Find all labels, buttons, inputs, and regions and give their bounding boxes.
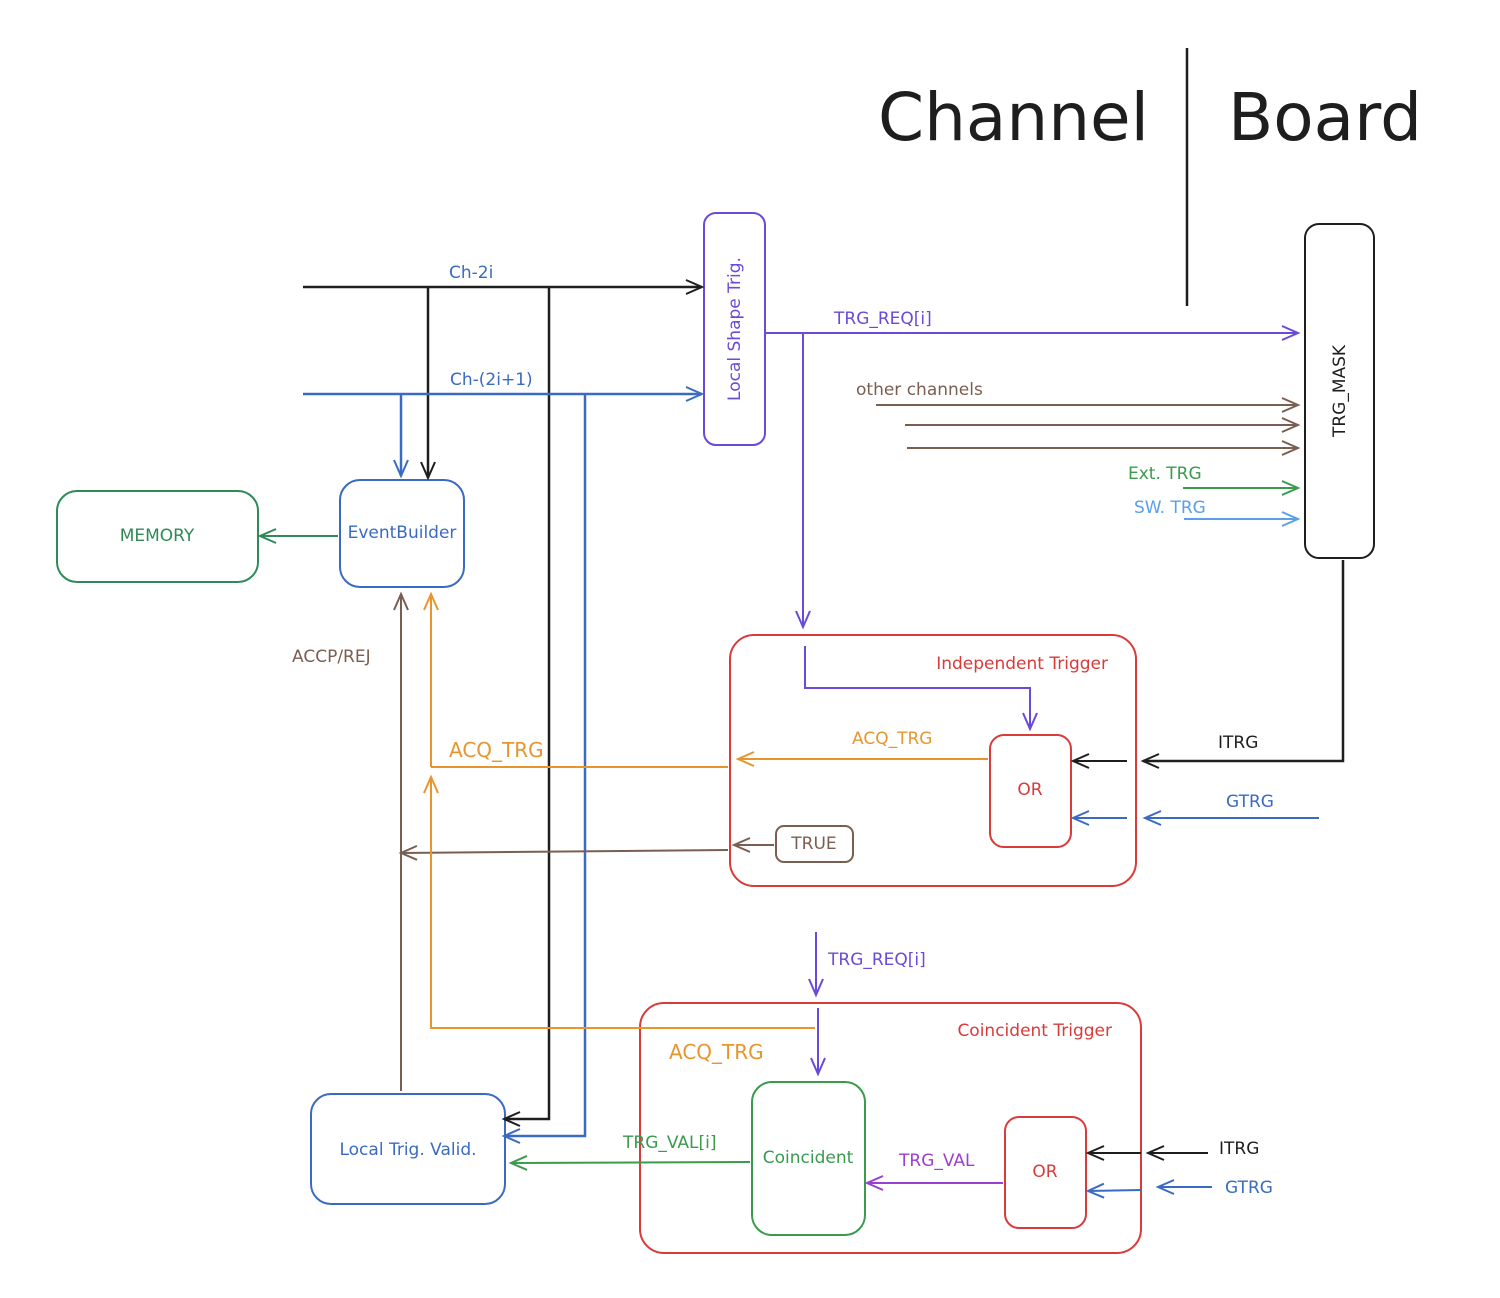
heading-channel: Channel xyxy=(878,79,1149,156)
acq-trg-inner-label: ACQ_TRG xyxy=(852,729,932,749)
itrg-bottom-label: ITRG xyxy=(1219,1139,1259,1159)
ch-2i-lines xyxy=(303,279,705,1127)
true-box: TRUE xyxy=(775,825,854,863)
memory-box: MEMORY xyxy=(56,490,259,583)
other-channels-label: other channels xyxy=(856,380,983,400)
trg-val-label: TRG_VAL xyxy=(898,1151,975,1171)
local-trig-valid-label: Local Trig. Valid. xyxy=(339,1140,476,1160)
event-builder-box: EventBuilder xyxy=(339,479,465,588)
ext-trg-label: Ext. TRG xyxy=(1128,464,1202,484)
or-coincident-label: OR xyxy=(1032,1162,1057,1182)
event-builder-label: EventBuilder xyxy=(348,523,457,543)
coincident-trigger-box: Coincident Trigger xyxy=(639,1002,1142,1254)
trg-mask-box: TRG_MASK xyxy=(1304,223,1375,559)
acq-trg-left-label: ACQ_TRG xyxy=(449,738,544,762)
local-shape-trig-box: Local Shape Trig. xyxy=(703,212,766,446)
local-trig-valid-box: Local Trig. Valid. xyxy=(310,1093,506,1205)
gtrg-top-label: GTRG xyxy=(1226,792,1274,812)
trg-req-top-label: TRG_REQ[i] xyxy=(833,309,932,329)
other-channels-arrows xyxy=(876,397,1301,456)
trg-req-to-or-arrow xyxy=(804,646,1038,732)
coincident-box: Coincident xyxy=(751,1081,866,1236)
accp-rej-label: ACCP/REJ xyxy=(292,647,371,667)
sw-trg-label: SW. TRG xyxy=(1134,498,1206,518)
acq-trg-bottom-line xyxy=(423,774,815,1029)
acq-trg-bottom-label: ACQ_TRG xyxy=(669,1040,764,1064)
trg-val-i-label: TRG_VAL[i] xyxy=(622,1133,717,1153)
accp-rej-horizontal-arrow xyxy=(398,844,729,861)
trg-req-mid-label: TRG_REQ[i] xyxy=(827,950,926,970)
gtrg-bottom-label: GTRG xyxy=(1225,1178,1273,1198)
coincident-trigger-label: Coincident Trigger xyxy=(957,1021,1112,1041)
independent-trigger-box: Independent Trigger xyxy=(729,634,1137,887)
or-independent-box: OR xyxy=(989,734,1072,848)
heading-board: Board xyxy=(1228,79,1422,156)
ch-2i1-label: Ch-(2i+1) xyxy=(450,370,533,390)
true-label: TRUE xyxy=(790,834,836,854)
itrg-top-label: ITRG xyxy=(1218,733,1258,753)
or-independent-label: OR xyxy=(1017,780,1042,800)
trg-val-i-arrow xyxy=(508,1155,751,1171)
itrg-top-line xyxy=(1140,560,1345,769)
gtrg-into-or-bottom-arrow xyxy=(1085,1182,1142,1199)
memory-label: MEMORY xyxy=(120,526,195,546)
ch-2i-label: Ch-2i xyxy=(449,263,493,283)
ch-2i1-lines xyxy=(303,386,705,1144)
independent-trigger-label: Independent Trigger xyxy=(936,654,1108,674)
trg-mask-label: TRG_MASK xyxy=(1330,344,1350,438)
local-shape-trig-label: Local Shape Trig. xyxy=(725,257,745,401)
or-coincident-box: OR xyxy=(1004,1116,1087,1229)
coincident-label: Coincident xyxy=(763,1148,854,1168)
